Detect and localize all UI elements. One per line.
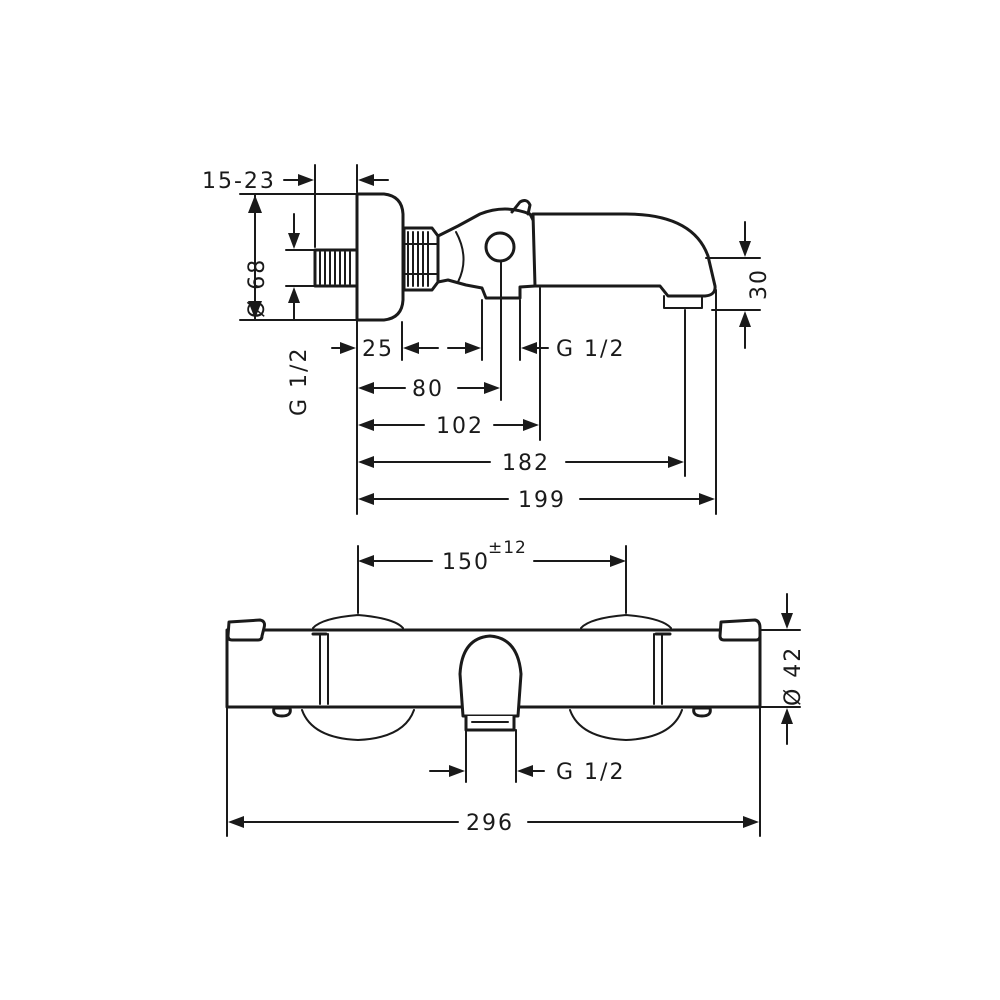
feet bbox=[272, 706, 712, 718]
eccentric-connector bbox=[313, 248, 359, 288]
dim-182: 182 bbox=[358, 309, 686, 477]
wall-discs bbox=[301, 614, 683, 741]
label-25: 25 bbox=[362, 337, 394, 362]
dim-g12-front: G 1/2 bbox=[429, 729, 625, 785]
label-102: 102 bbox=[436, 414, 484, 439]
side-view: 15-23 Ø 68 G 1/2 25 bbox=[202, 164, 772, 515]
dim-102: 102 bbox=[358, 287, 541, 441]
dim-68: Ø 68 bbox=[239, 193, 358, 321]
dim-g12-vertical: G 1/2 bbox=[285, 213, 316, 416]
dim-199: 199 bbox=[358, 289, 717, 515]
label-150: 150 bbox=[442, 550, 490, 575]
dim-g12-horizontal: G 1/2 bbox=[447, 299, 625, 362]
dim-30: 30 bbox=[705, 221, 772, 349]
spout-side bbox=[531, 212, 717, 309]
label-150-tolerance: ±12 bbox=[488, 538, 527, 558]
end-caps bbox=[226, 618, 762, 642]
hex-nut bbox=[402, 226, 440, 292]
dim-15-23: 15-23 bbox=[202, 164, 389, 248]
label-42: Ø 42 bbox=[781, 646, 806, 706]
dim-25: 25 bbox=[331, 319, 439, 515]
label-296: 296 bbox=[466, 811, 514, 836]
front-view: 150 ±12 Ø 42 G 1/2 296 bbox=[225, 538, 806, 837]
label-g12-horizontal: G 1/2 bbox=[556, 337, 625, 362]
label-80: 80 bbox=[412, 377, 444, 402]
label-68: Ø 68 bbox=[245, 258, 270, 318]
label-g12-vertical: G 1/2 bbox=[287, 347, 312, 416]
dim-150: 150 ±12 bbox=[357, 538, 627, 614]
mixer-body-side bbox=[436, 199, 537, 300]
dim-80: 80 bbox=[358, 261, 502, 402]
dim-296: 296 bbox=[226, 707, 761, 837]
wall-rosette bbox=[355, 192, 405, 322]
label-30: 30 bbox=[747, 268, 772, 300]
label-199: 199 bbox=[518, 488, 566, 513]
label-15-23: 15-23 bbox=[202, 169, 276, 194]
spout-front bbox=[458, 634, 523, 732]
dim-42: Ø 42 bbox=[759, 593, 806, 745]
label-182: 182 bbox=[502, 451, 550, 476]
label-g12-front: G 1/2 bbox=[556, 760, 625, 785]
